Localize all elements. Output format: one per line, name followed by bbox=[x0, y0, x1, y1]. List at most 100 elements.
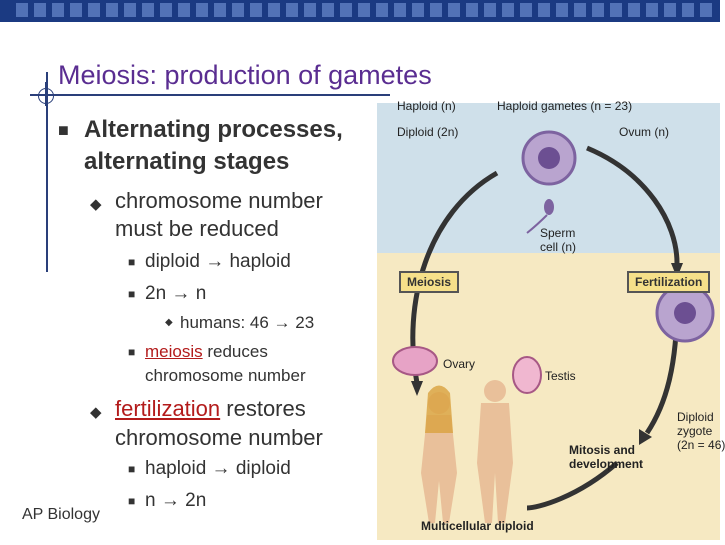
mitosis-label-line1: Mitosis and bbox=[569, 443, 636, 457]
ovum-label: Ovum (n) bbox=[619, 125, 670, 139]
bar-square bbox=[466, 3, 478, 17]
bullet-line: Alternating processes, bbox=[84, 116, 343, 143]
bullet-text: reduces bbox=[202, 342, 268, 361]
bar-square bbox=[34, 3, 46, 17]
bullet-line: n → 2n bbox=[145, 490, 207, 511]
fertilization-link[interactable]: fertilization bbox=[115, 396, 221, 421]
bullet-line: chromosome number bbox=[115, 425, 323, 450]
bullet-line: diploid → haploid bbox=[145, 251, 291, 272]
bar-square bbox=[394, 3, 406, 17]
testis-organ bbox=[512, 356, 542, 394]
bar-square bbox=[160, 3, 172, 17]
bar-square bbox=[214, 3, 226, 17]
bullet-line: chromosome number bbox=[115, 188, 323, 213]
bullet-line: 2n → n bbox=[145, 283, 207, 304]
female-hair bbox=[425, 385, 453, 433]
bar-square bbox=[322, 3, 334, 17]
bar-square bbox=[268, 3, 280, 17]
footer-label: AP Biology bbox=[22, 506, 100, 523]
bar-square bbox=[574, 3, 586, 17]
bar-square bbox=[178, 3, 190, 17]
diamond-bullet: ◆ bbox=[90, 196, 102, 213]
diamond-bullet: ◆ bbox=[165, 317, 173, 328]
square-bullet: ■ bbox=[58, 120, 69, 140]
bar-square bbox=[304, 3, 316, 17]
bar-square bbox=[628, 3, 640, 17]
bullet-line: humans: 46 → 23 bbox=[180, 313, 315, 332]
arrow-head bbox=[411, 381, 423, 396]
bar-square bbox=[610, 3, 622, 17]
bar-square bbox=[52, 3, 64, 17]
haploid-label: Haploid (n) bbox=[397, 99, 456, 113]
bar-square bbox=[448, 3, 460, 17]
sperm-label-line1: Sperm bbox=[540, 226, 576, 240]
bar-square bbox=[340, 3, 352, 17]
sperm-head bbox=[544, 199, 554, 215]
bar-square bbox=[232, 3, 244, 17]
ovary-organ bbox=[392, 346, 438, 376]
bar-square bbox=[520, 3, 532, 17]
life-cycle-diagram: Haploid (n) Haploid gametes (n = 23) Dip… bbox=[377, 99, 725, 540]
top-decorative-bar bbox=[0, 0, 720, 22]
cycle-arrow-right bbox=[586, 145, 680, 264]
bullet-line: haploid → diploid bbox=[145, 458, 291, 479]
slide-title: Meiosis: production of gametes bbox=[58, 60, 432, 90]
male-body bbox=[477, 403, 513, 523]
bar-square bbox=[592, 3, 604, 17]
title-underline-rule bbox=[30, 94, 390, 96]
square-bullet: ■ bbox=[128, 345, 136, 359]
arrow-head bbox=[671, 263, 683, 278]
bullet-line: alternating stages bbox=[84, 148, 290, 175]
ovary-label: Ovary bbox=[443, 357, 476, 371]
mitosis-label-line2: development bbox=[569, 457, 644, 471]
bullet-line: meiosis reduces bbox=[145, 342, 268, 362]
bar-square bbox=[664, 3, 676, 17]
bullet-line: must be reduced bbox=[115, 216, 279, 241]
square-bullet: ■ bbox=[128, 462, 136, 476]
bar-square bbox=[286, 3, 298, 17]
bar-square bbox=[682, 3, 694, 17]
bar-square bbox=[700, 3, 712, 17]
square-bullet: ■ bbox=[128, 255, 136, 269]
life-cycle-illustration bbox=[377, 103, 720, 540]
haploid-gametes-label: Haploid gametes (n = 23) bbox=[497, 99, 633, 113]
sperm-tail bbox=[526, 214, 548, 234]
male-head bbox=[484, 380, 506, 402]
female-body bbox=[421, 415, 457, 523]
title-vertical-rule bbox=[46, 72, 48, 272]
bar-square bbox=[358, 3, 370, 17]
meiosis-link[interactable]: meiosis bbox=[145, 342, 203, 361]
bar-square bbox=[376, 3, 388, 17]
zygote-label-line2: zygote bbox=[677, 424, 713, 438]
title-circle-mark bbox=[38, 88, 54, 104]
bar-square bbox=[430, 3, 442, 17]
bar-square bbox=[124, 3, 136, 17]
fertilization-label-box: Fertilization bbox=[627, 271, 711, 293]
bar-square bbox=[484, 3, 496, 17]
bar-square bbox=[88, 3, 100, 17]
cycle-arrow-bottom bbox=[526, 461, 619, 511]
bar-square bbox=[70, 3, 82, 17]
bar-square bbox=[142, 3, 154, 17]
bar-square bbox=[250, 3, 262, 17]
bullet-text: restores bbox=[220, 396, 306, 421]
arrow-head bbox=[639, 429, 652, 445]
diploid-label: Diploid (2n) bbox=[397, 125, 459, 139]
meiosis-label-box: Meiosis bbox=[399, 271, 460, 293]
bar-square bbox=[646, 3, 658, 17]
zygote-label-line3: (2n = 46) bbox=[677, 438, 725, 452]
bar-square bbox=[196, 3, 208, 17]
zygote-nucleus bbox=[674, 302, 696, 324]
bar-square bbox=[538, 3, 550, 17]
zygote-label-line1: Diploid bbox=[677, 410, 714, 424]
bar-square bbox=[16, 3, 28, 17]
multicellular-label: Multicellular diploid bbox=[421, 519, 534, 533]
ovum-nucleus bbox=[538, 147, 560, 169]
square-bullet: ■ bbox=[128, 287, 136, 301]
bar-square bbox=[502, 3, 514, 17]
bar-square bbox=[412, 3, 424, 17]
testis-label: Testis bbox=[545, 369, 576, 383]
square-bullet: ■ bbox=[128, 494, 136, 508]
sperm-label-line2: cell (n) bbox=[540, 240, 577, 254]
bullet-line: chromosome number bbox=[145, 366, 306, 385]
